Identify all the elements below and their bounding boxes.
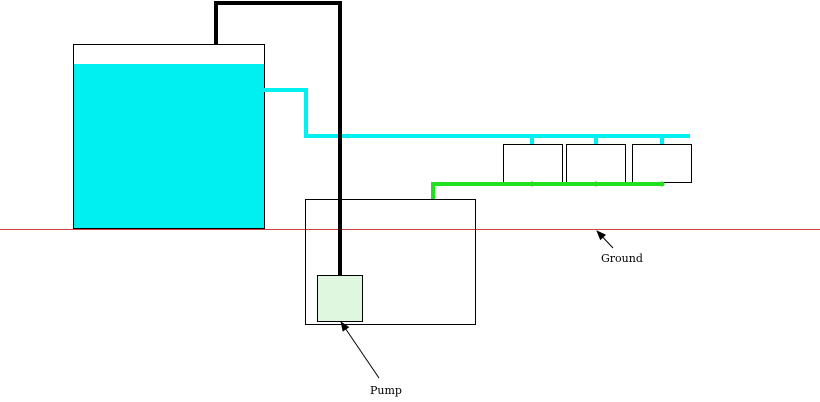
pump-label: Pump (370, 384, 402, 397)
pump-arrow (340, 321, 380, 379)
return-pipe (431, 182, 662, 199)
return-joint-2 (593, 181, 599, 187)
ground-label: Ground (601, 252, 643, 265)
tank-outline (73, 44, 265, 229)
units (503, 144, 692, 183)
supply-pipe (264, 88, 690, 138)
return-connectors (529, 181, 665, 187)
storage-tank (73, 44, 265, 229)
tank-water (73, 64, 264, 229)
return-joint-1 (529, 181, 535, 187)
ground-arrow (596, 230, 614, 249)
unit-box-3 (632, 144, 692, 183)
unit-box-1 (503, 144, 563, 183)
unit-box-2 (566, 144, 626, 183)
sump-box (305, 199, 476, 325)
return-joint-3 (659, 181, 665, 187)
supply-connectors (530, 136, 664, 145)
pump-body (317, 275, 363, 322)
pump-riser-pipe (214, 1, 342, 276)
